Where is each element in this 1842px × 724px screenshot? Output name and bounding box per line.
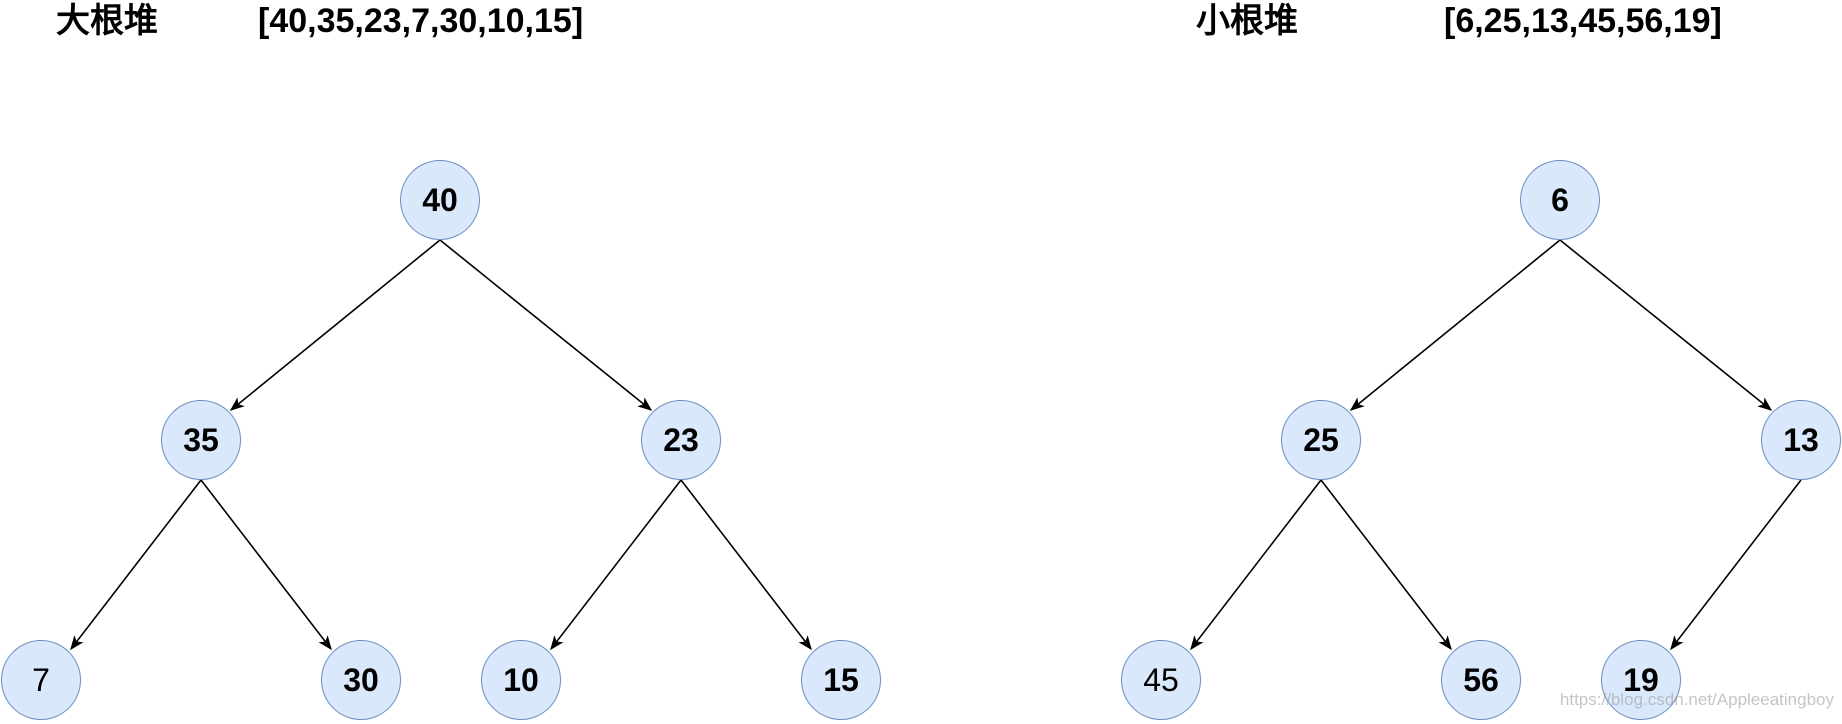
edge-23-10 [550, 479, 682, 651]
edge-40-35 [229, 239, 441, 411]
edge-23-15 [680, 479, 812, 651]
edge-40-23 [439, 239, 653, 411]
max-heap-node-23: 23 [641, 400, 721, 480]
edge-6-25 [1349, 239, 1561, 411]
max-heap-node-40: 40 [400, 160, 480, 240]
min-heap-array: [6,25,13,45,56,19] [1444, 2, 1722, 40]
max-heap-node-15: 15 [801, 640, 881, 720]
max-heap-array: [40,35,23,7,30,10,15] [258, 2, 584, 40]
max-heap-node-30: 30 [321, 640, 401, 720]
edge-35-7 [70, 479, 202, 651]
min-heap-node-13: 13 [1761, 400, 1841, 480]
edge-35-30 [200, 479, 332, 651]
max-heap-node-7: 7 [1, 640, 81, 720]
max-heap-node-35: 35 [161, 400, 241, 480]
min-heap-node-6: 6 [1520, 160, 1600, 240]
edge-25-45 [1190, 479, 1322, 651]
max-heap-title: 大根堆 [56, 1, 158, 41]
min-heap-title: 小根堆 [1196, 1, 1298, 41]
min-heap-node-45: 45 [1121, 640, 1201, 720]
edge-6-13 [1559, 239, 1773, 411]
min-heap-node-25: 25 [1281, 400, 1361, 480]
min-heap-node-19: 19 [1601, 640, 1681, 720]
edge-13-19 [1670, 479, 1802, 651]
edge-25-56 [1320, 479, 1452, 651]
min-heap-node-56: 56 [1441, 640, 1521, 720]
max-heap-node-10: 10 [481, 640, 561, 720]
watermark-url: https://blog.csdn.net/Appleeatingboy [1559, 690, 1834, 709]
